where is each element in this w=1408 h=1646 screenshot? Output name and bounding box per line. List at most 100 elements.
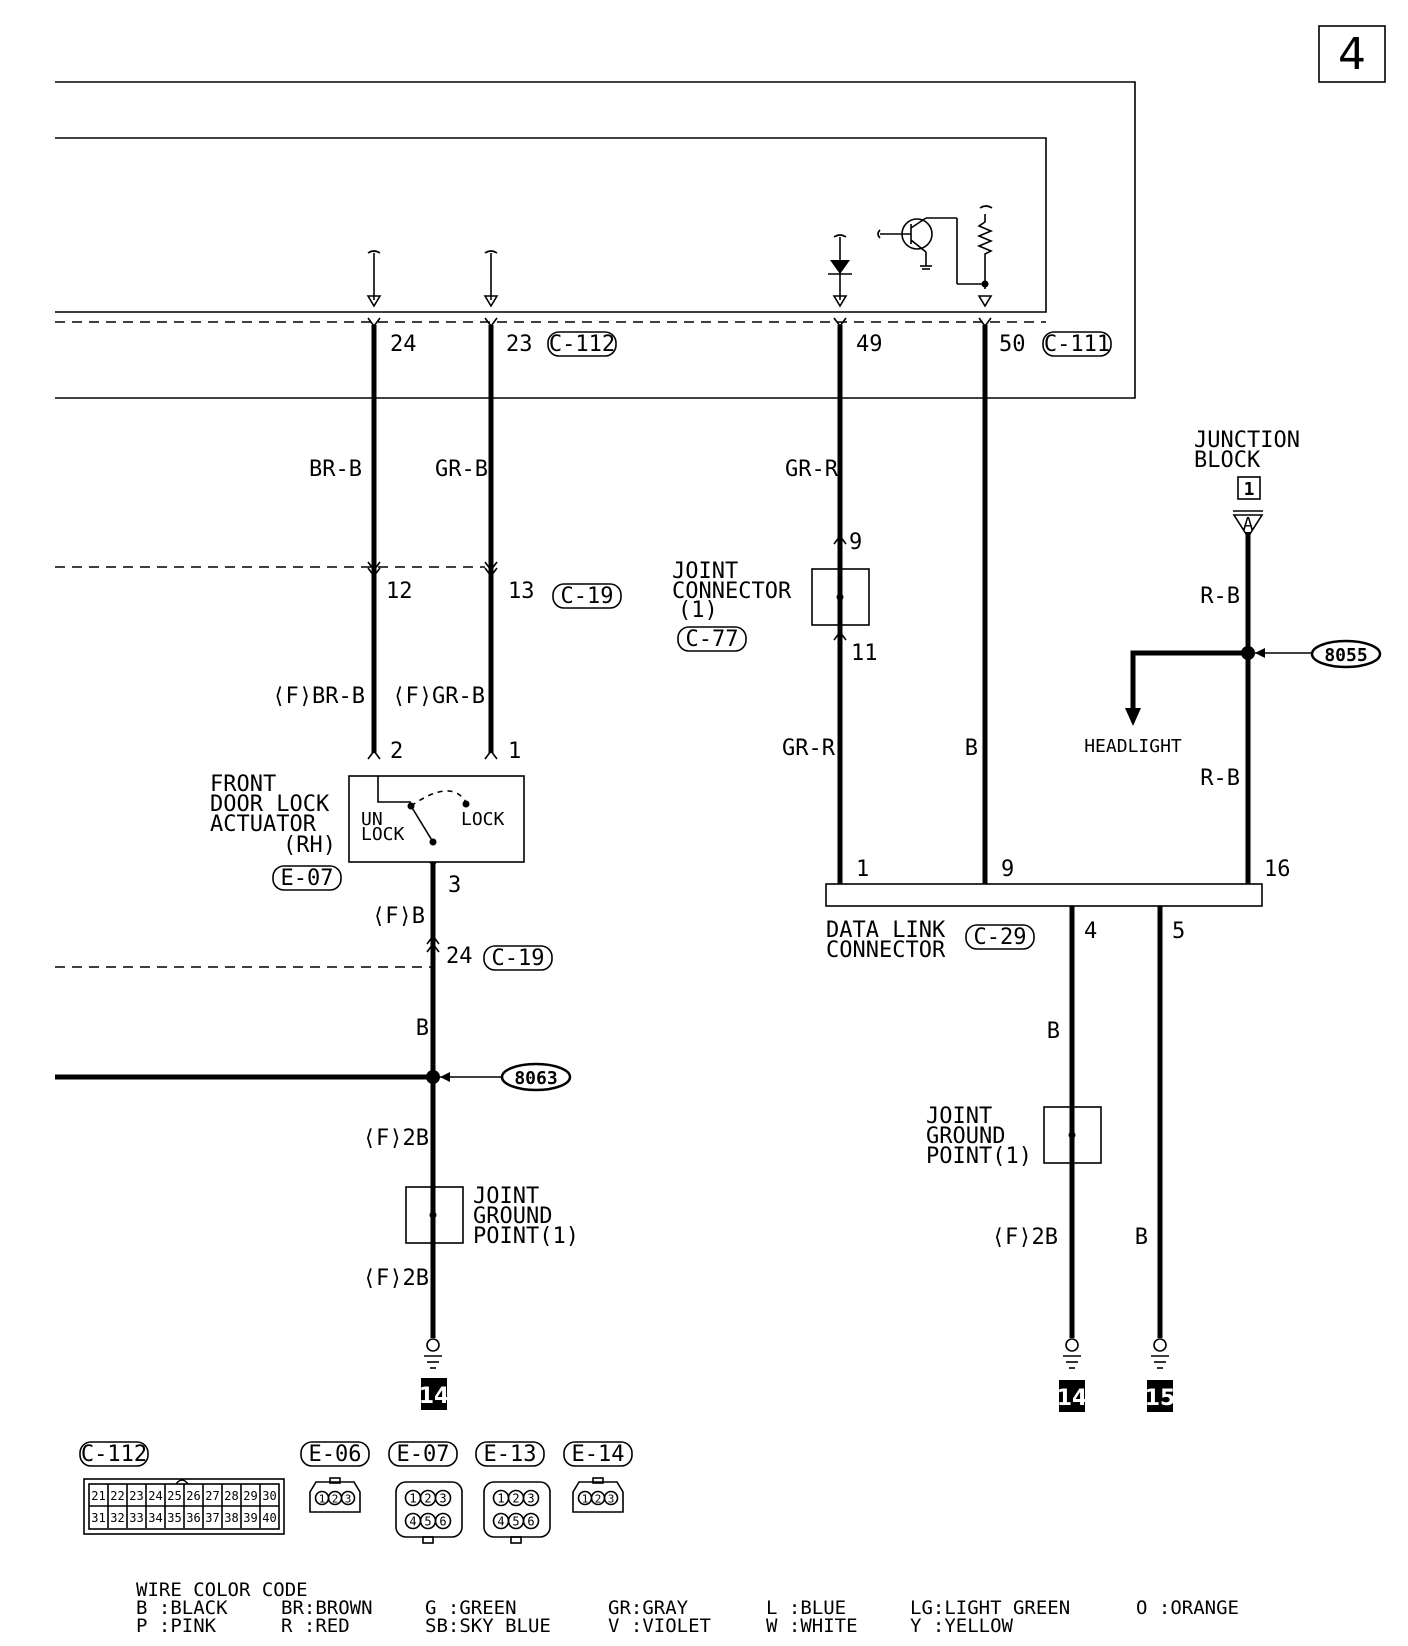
ground-point-right-line-3: POINT(1): [926, 1144, 1032, 1169]
c112-pin-cell: 28: [224, 1489, 238, 1503]
c112-pin-cell: 30: [262, 1489, 276, 1503]
ecu-pin-23: 23: [506, 332, 533, 357]
joint-connector: [811, 568, 870, 626]
ground-point-right-line-1: JOINT: [926, 1104, 992, 1129]
pin-number: 2: [595, 1493, 602, 1506]
ecu-pin-49: 49: [856, 332, 883, 357]
svg-text:E-07: E-07: [397, 1442, 450, 1467]
svg-text:E-13: E-13: [484, 1442, 537, 1467]
legend-b: B :BLACK: [136, 1597, 228, 1619]
connector-tag-c77: C-77: [677, 626, 747, 652]
actuator-name-line-1: FRONT: [210, 772, 276, 797]
dlc-pin-1: 1: [856, 857, 869, 882]
connector-tag-c19-upper: C-19: [552, 583, 622, 609]
wire-label-f-b: ⟨F⟩B: [372, 904, 425, 929]
wire-label-f-2b-right: ⟨F⟩2B: [992, 1225, 1058, 1250]
headlight-label: HEADLIGHT: [1084, 736, 1182, 757]
pin-number: 2: [332, 1493, 339, 1506]
svg-text:E-14: E-14: [572, 1442, 625, 1467]
pin-circle: [434, 1489, 452, 1507]
pin-circle: [603, 1490, 619, 1506]
connector-tag-c112: C-112: [547, 331, 617, 357]
ecu-pin-50: 50: [999, 332, 1026, 357]
ecu-frame: [55, 81, 1136, 399]
connector-tag-c111: C-111: [1042, 331, 1112, 357]
pin-number: 3: [439, 1492, 446, 1506]
joint-connector-line-2: CONNECTOR: [672, 579, 792, 604]
c112-pin-cell: 35: [167, 1511, 181, 1525]
splice-8055: 8055: [1255, 639, 1382, 669]
actuator-unlock-line-2: LOCK: [361, 824, 405, 845]
legend-y: Y :YELLOW: [910, 1615, 1014, 1637]
svg-text:14: 14: [1057, 1386, 1088, 1411]
pin-number: 2: [512, 1492, 519, 1506]
joint-ground-point-right: [1043, 1106, 1102, 1164]
pin-circle: [434, 1512, 452, 1530]
wire-label-br-b: BR-B: [309, 457, 362, 482]
data-link-connector: [825, 883, 1263, 907]
face-tag-e06: E-06: [300, 1441, 370, 1467]
svg-text:C-111: C-111: [1044, 332, 1110, 357]
face-tag-e14: E-14: [563, 1441, 633, 1467]
pin-number: 1: [319, 1493, 326, 1506]
junction-block-line-2: BLOCK: [1194, 448, 1261, 473]
wire-label-r-b-lower: R-B: [1200, 766, 1240, 791]
wires: [55, 325, 1255, 1338]
ecu-pin-24: 24: [390, 332, 417, 357]
pin-circle: [522, 1512, 540, 1530]
c112-pin-cell: 24: [148, 1489, 162, 1503]
c112-pin-cell: 34: [148, 1511, 162, 1525]
dlc-name-line-2: CONNECTOR: [826, 938, 946, 963]
pin-number: 3: [608, 1493, 615, 1506]
ground-point-left-line-2: GROUND: [473, 1204, 552, 1229]
wire-label-f-gr-b: ⟨F⟩GR-B: [392, 684, 485, 709]
svg-text:8055: 8055: [1324, 645, 1367, 666]
page-number: 4: [1338, 29, 1366, 80]
actuator-pin-2: 2: [390, 739, 403, 764]
svg-text:C-19: C-19: [561, 584, 614, 609]
wire-label-gr-b: GR-B: [435, 457, 488, 482]
actuator-pin-3: 3: [448, 873, 461, 898]
c112-pin-cell: 32: [110, 1511, 124, 1525]
c112-pin-cell: 40: [262, 1511, 276, 1525]
c112-pin-cell: 27: [205, 1489, 219, 1503]
wire-label-b-center: B: [965, 736, 978, 761]
legend-p: P :PINK: [136, 1615, 217, 1637]
wire-label-b-left: B: [416, 1016, 429, 1041]
pin-number: 4: [409, 1515, 416, 1529]
legend-sb: SB:SKY BLUE: [425, 1615, 551, 1637]
ground-symbol-left: 14: [419, 1338, 449, 1410]
junction-block-line-1: JUNCTION: [1194, 428, 1300, 453]
legend-g: G :GREEN: [425, 1597, 517, 1619]
pin-number: 4: [497, 1515, 504, 1529]
svg-text:E-06: E-06: [309, 1442, 362, 1467]
svg-text:C-112: C-112: [549, 332, 615, 357]
actuator-name-line-2: DOOR LOCK: [210, 792, 330, 817]
page-number-box: 4: [1318, 25, 1386, 83]
pin-number: 2: [424, 1492, 431, 1506]
pin-number: 1: [409, 1492, 416, 1506]
actuator-pin-1: 1: [508, 739, 521, 764]
pin-number: 3: [527, 1492, 534, 1506]
wire-color-legend: WIRE COLOR CODE B :BLACK BR:BROWN G :GRE…: [136, 1579, 1239, 1637]
ground-symbol-right-14: 14: [1057, 1338, 1088, 1412]
c112-pin-cell: 37: [205, 1511, 219, 1525]
junction-block-terminal: A: [1232, 510, 1264, 539]
svg-text:C-112: C-112: [81, 1442, 147, 1467]
connector-tag-c29: C-29: [965, 924, 1035, 950]
c112-pin-cell: 26: [186, 1489, 200, 1503]
pin-circle: [522, 1489, 540, 1507]
svg-text:A: A: [1243, 514, 1254, 535]
c112-pin-cell: 31: [91, 1511, 105, 1525]
ground-point-left-line-3: POINT(1): [473, 1224, 579, 1249]
front-door-lock-actuator: UN LOCK LOCK: [348, 775, 525, 863]
dlc-pin-5: 5: [1172, 919, 1185, 944]
splice-8063: 8063: [440, 1062, 572, 1092]
legend-br: BR:BROWN: [281, 1597, 373, 1619]
